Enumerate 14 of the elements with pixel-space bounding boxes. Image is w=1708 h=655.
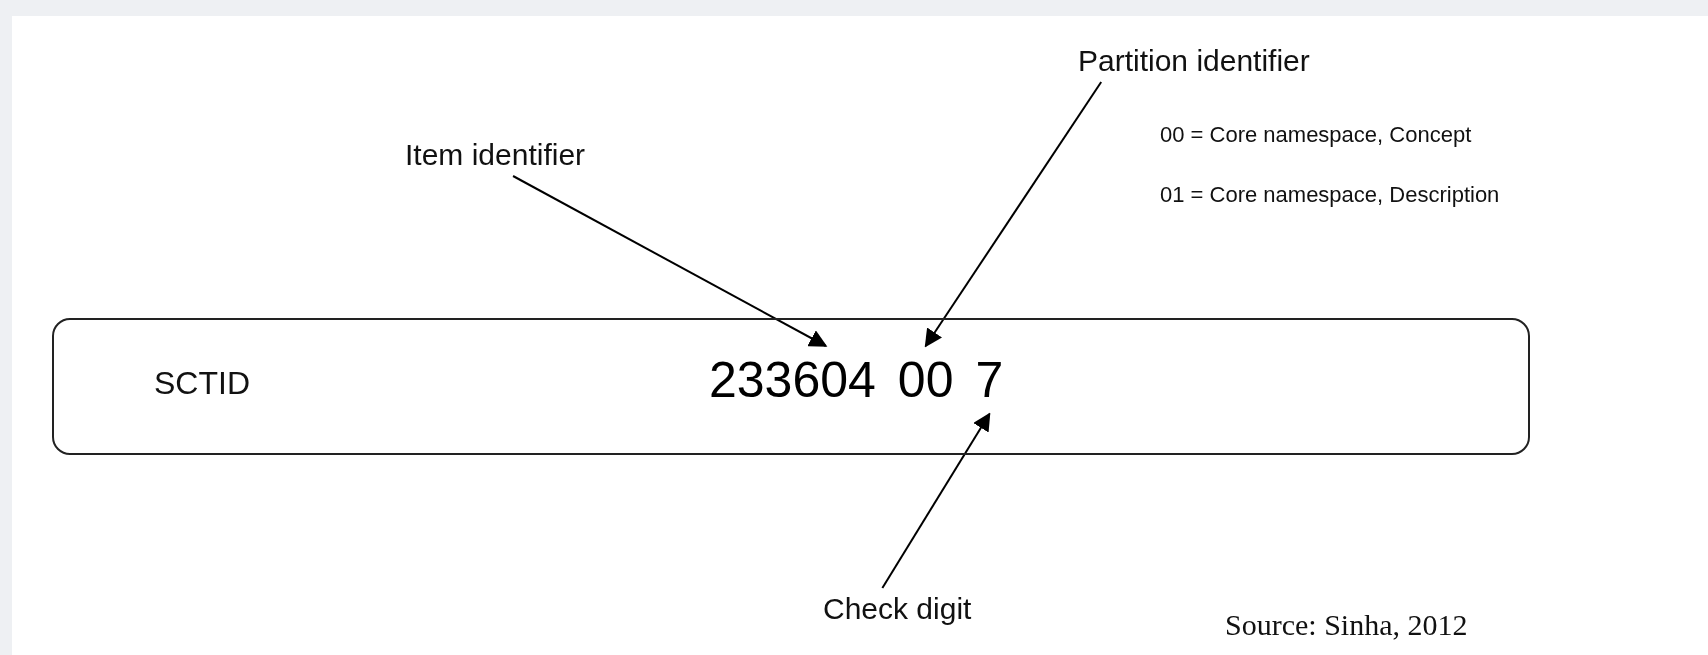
- digit-group: 7: [975, 350, 1004, 410]
- part-label: Check digit: [823, 592, 972, 626]
- code-note: 00 = Core namespace, Concept: [1160, 122, 1472, 148]
- code-note: 01 = Core namespace, Description: [1160, 182, 1500, 208]
- arrow: [924, 81, 1103, 348]
- part-label: Partition identifier: [1078, 44, 1310, 78]
- digit-group: 233604: [709, 350, 876, 410]
- digit-group: 00: [897, 350, 954, 410]
- id-box: [52, 318, 1530, 455]
- box-title: SCTID: [154, 365, 250, 402]
- arrow: [881, 412, 991, 589]
- part-label: Item identifier: [405, 138, 586, 172]
- arrow: [512, 175, 828, 347]
- source-note: Source: Sinha, 2012: [1225, 608, 1468, 642]
